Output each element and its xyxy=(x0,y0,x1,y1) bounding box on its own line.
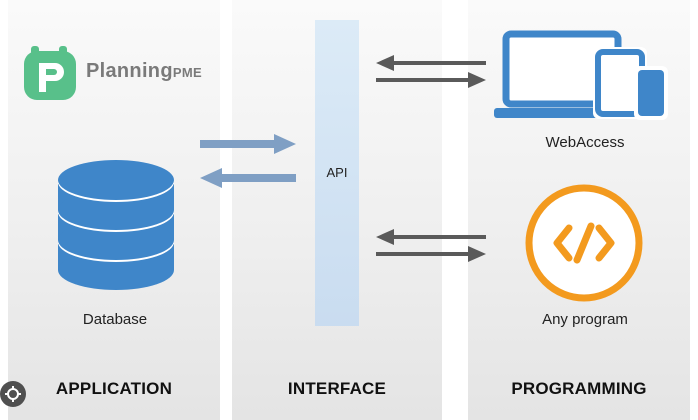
arrow-to-api-from-program xyxy=(376,229,486,245)
application-title: APPLICATION xyxy=(55,379,173,398)
planningpme-logo-text: PlanningPME xyxy=(86,60,202,83)
any-program-label: Any program xyxy=(542,311,628,328)
api-bar xyxy=(315,20,359,326)
code-icon xyxy=(525,184,643,302)
planningpme-logo-icon xyxy=(24,46,76,100)
database-icon xyxy=(58,160,174,290)
webaccess-label: WebAccess xyxy=(545,134,625,151)
gear-icon[interactable] xyxy=(0,381,26,407)
devices-icon xyxy=(494,30,668,120)
logo-brand-suffix: PME xyxy=(172,65,202,80)
arrow-to-program xyxy=(376,246,486,262)
logo-brand-main: Planning xyxy=(86,60,173,82)
programming-title: PROGRAMMING xyxy=(511,379,647,398)
arrow-to-api xyxy=(200,134,296,154)
arrow-to-api-from-webaccess xyxy=(376,55,486,71)
database-label: Database xyxy=(82,311,148,328)
arrow-to-webaccess xyxy=(376,72,486,88)
gear-icon-glyph xyxy=(5,386,21,402)
interface-title: INTERFACE xyxy=(287,379,387,398)
api-label: API xyxy=(326,165,348,180)
arrow-to-database xyxy=(200,168,296,188)
